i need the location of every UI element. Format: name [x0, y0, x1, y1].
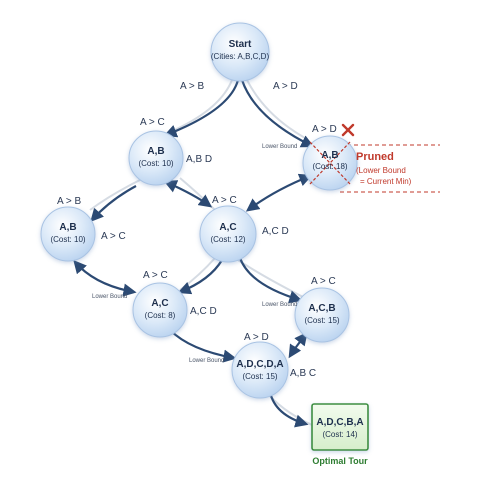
- pruned-line1: (Lower Bound: [356, 166, 406, 175]
- node-ab-left: [128, 130, 184, 186]
- pruned-line2: = Current Min): [360, 177, 412, 186]
- node-ac-mid: [199, 205, 257, 263]
- faint-edge-ab-far: [89, 179, 141, 211]
- edge-pruned-ac-mid: [245, 173, 313, 212]
- node-adcda-title: A,D,C,D,A: [236, 359, 283, 370]
- edge-label-far-ab: A > B: [57, 196, 82, 207]
- edge-start-ab-left: [163, 79, 240, 138]
- edge-label-ab-ac: A > C: [140, 117, 165, 128]
- node-start-title: Start: [229, 39, 252, 50]
- node-ac-mid-sub: (Cost: 12): [210, 235, 245, 244]
- optimal-tour-label: Optimal Tour: [312, 456, 368, 466]
- edge-label-acb-ac: A > C: [311, 276, 336, 287]
- node-ac-low: [132, 282, 188, 338]
- node-acb-title: A,C,B: [308, 303, 335, 314]
- node-start: [210, 22, 270, 82]
- node-ab-far: [40, 206, 96, 262]
- edge-mid-ac-low: [177, 259, 223, 295]
- faint-edge-start-right: [246, 79, 306, 139]
- edge-label-low-acd: A,C D: [190, 306, 217, 317]
- node-ac-low-sub: (Cost: 8): [145, 311, 176, 320]
- edge-label-adcda-abc: A,B C: [290, 368, 316, 379]
- edge-label-far-ac: A > C: [101, 231, 126, 242]
- edge-mid-acb: [238, 257, 303, 304]
- node-adcda-sub: (Cost: 15): [242, 372, 277, 381]
- node-optimal: [311, 403, 369, 451]
- edge-label-adcda-lb: Lower Bound: [189, 358, 224, 364]
- faint-edge-ac-acb: [234, 257, 306, 299]
- edge-label-pruned-ad: A > D: [312, 124, 337, 135]
- node-ac-mid-title: A,C: [219, 222, 236, 233]
- faint-edge-start-left: [169, 79, 233, 133]
- edge-low-adcda: [169, 329, 237, 363]
- edge-label-start-left: A > B: [180, 81, 205, 92]
- edge-label-low-ac: A > C: [143, 270, 168, 281]
- close-icon: [341, 123, 355, 137]
- edge-label-ab-bd: A,B D: [186, 154, 212, 165]
- node-ab-left-title: A,B: [147, 146, 164, 157]
- pruned-box: [340, 144, 440, 193]
- pruned-title: Pruned: [356, 151, 394, 163]
- node-ab-pruned-title: A,B: [321, 150, 338, 161]
- node-optimal-title: A,D,C,B,A: [316, 417, 363, 428]
- node-ab-far-title: A,B: [59, 222, 76, 233]
- edge-ab-ac-mid: [163, 180, 213, 208]
- node-ac-low-title: A,C: [151, 298, 168, 309]
- node-acb: [294, 287, 350, 343]
- node-ab-pruned-sub: (Cost: 18): [312, 162, 347, 171]
- edge-label-mid-ac: A > C: [212, 195, 237, 206]
- edge-label-start-right: A > D: [273, 81, 298, 92]
- edge-far-ac-low: [73, 260, 137, 297]
- edge-acb-adcda: [288, 331, 308, 359]
- edge-label-mid-acd: A,C D: [262, 226, 289, 237]
- edge-label-low-lb: Lower Bound: [92, 294, 127, 300]
- edge-ab-ab-far: [90, 185, 137, 222]
- node-ab-left-sub: (Cost: 10): [138, 159, 173, 168]
- node-optimal-sub: (Cost: 14): [322, 430, 357, 439]
- node-acb-sub: (Cost: 15): [304, 316, 339, 325]
- edge-label-adcda-ad: A > D: [244, 332, 269, 343]
- edge-label-acb-lb: Lower Bound: [262, 302, 297, 308]
- node-ab-far-sub: (Cost: 10): [50, 235, 85, 244]
- edge-start-ab-pruned: [240, 79, 315, 148]
- node-adcda: [231, 341, 289, 399]
- edge-label-pruned-lb: Lower Bound: [262, 144, 297, 150]
- node-start-sub: (Cities: A,B,C,D): [211, 52, 270, 61]
- node-ab-pruned: [302, 135, 358, 191]
- main-edges: [73, 79, 315, 428]
